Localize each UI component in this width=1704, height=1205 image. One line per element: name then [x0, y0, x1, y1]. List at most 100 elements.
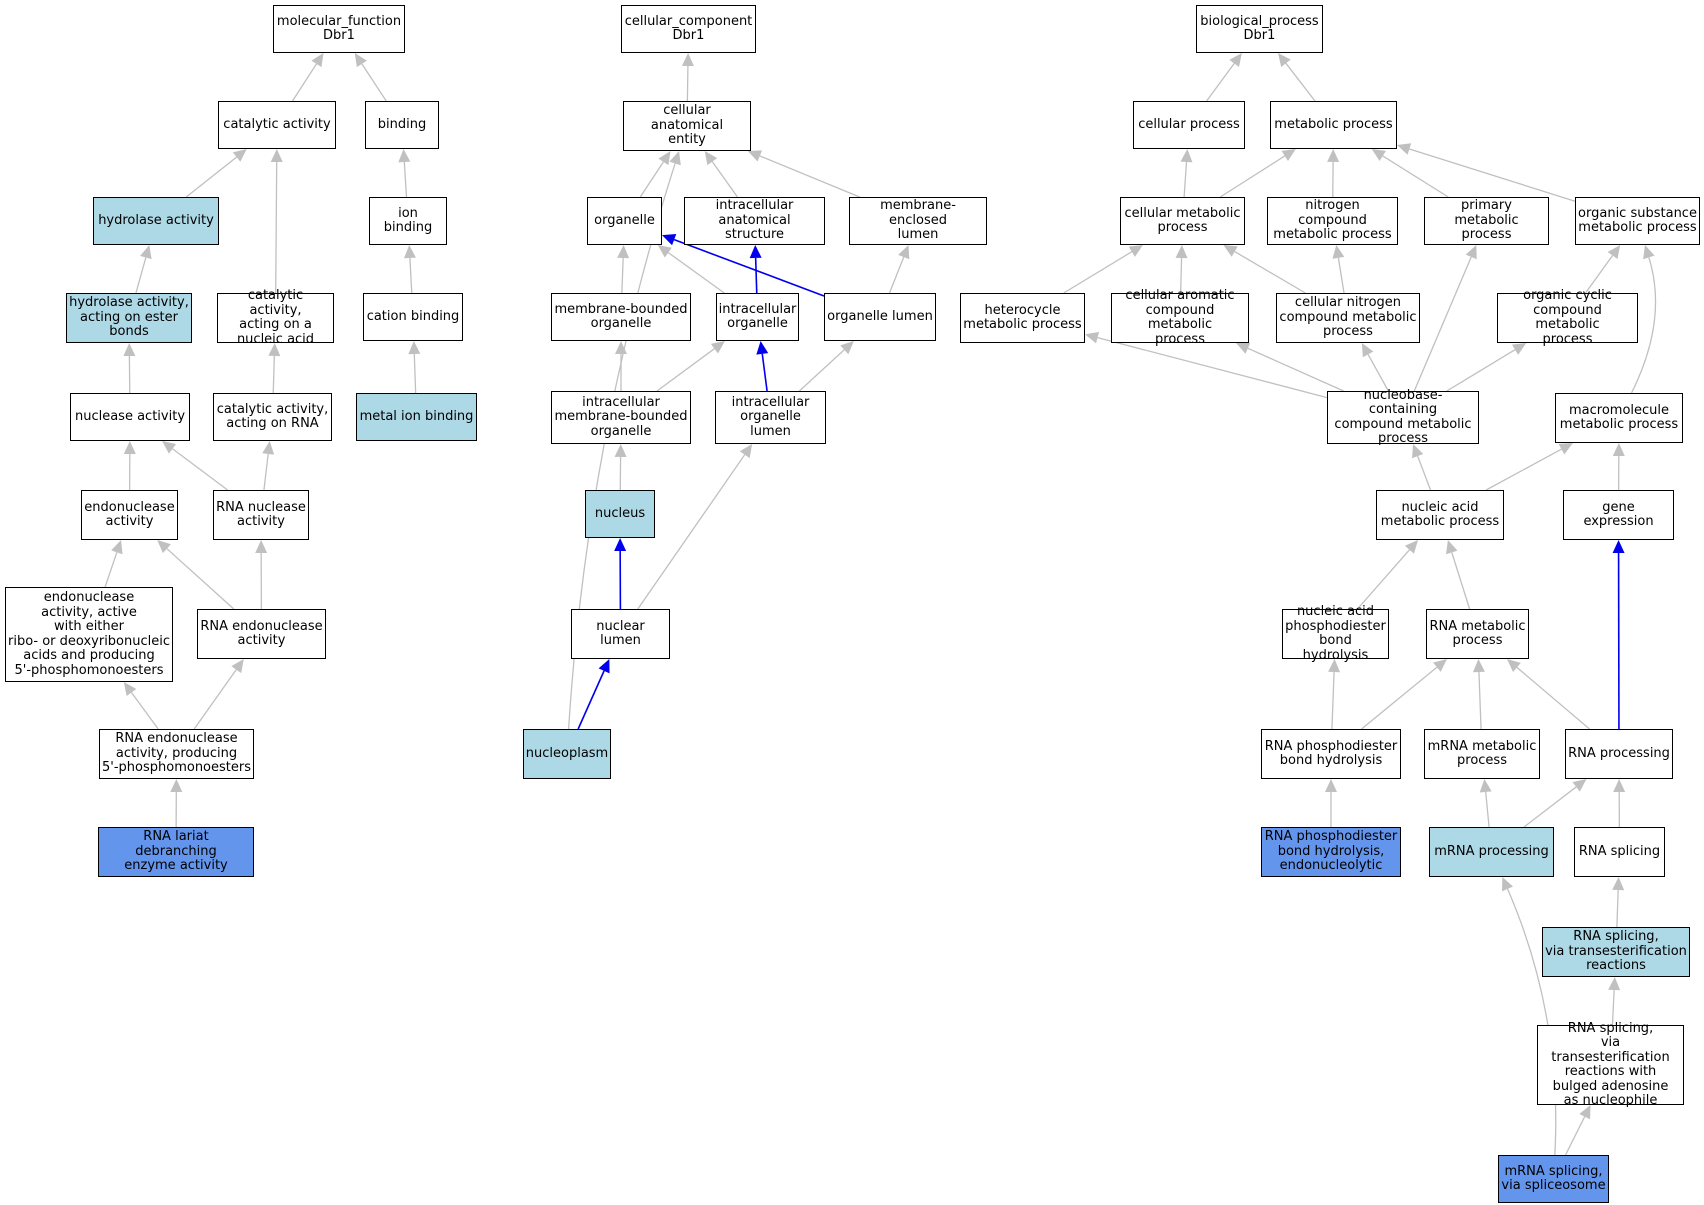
node-namp[interactable]: nucleic acid metabolic process: [1376, 490, 1504, 540]
node-napbh[interactable]: nucleic acid phosphodiester bond hydroly…: [1282, 604, 1389, 662]
arrowhead-ol-to-mel: [898, 245, 910, 260]
node-mrmp[interactable]: mRNA metabolic process: [1424, 729, 1540, 779]
node-cation-binding[interactable]: cation binding: [363, 293, 463, 341]
arrowhead-mrmp-to-rmp: [1472, 659, 1485, 673]
node-rpbh-endo[interactable]: RNA phosphodiester bond hydrolysis, endo…: [1261, 827, 1401, 877]
node-mel[interactable]: membrane-enclosed lumen: [849, 197, 987, 245]
arrowhead-iol-to-ol: [840, 341, 854, 355]
node-ol[interactable]: organelle lumen: [824, 293, 936, 341]
edge-napbh-to-namp: [1356, 549, 1410, 610]
node-lariat[interactable]: RNA lariat debranching enzyme activity: [98, 827, 254, 877]
edge-hmp-to-cmp: [1063, 251, 1133, 294]
edge-rpbh-to-napbh: [1331, 671, 1335, 730]
arrowhead-mel-to-cae: [747, 150, 763, 162]
node-cae[interactable]: cellular anatomical entity: [623, 101, 751, 151]
node-rpbh[interactable]: RNA phosphodiester bond hydrolysis: [1261, 729, 1401, 779]
node-mrna-proc[interactable]: mRNA processing: [1429, 827, 1554, 877]
node-cncmp[interactable]: cellular nitrogen compound metabolic pro…: [1276, 293, 1420, 343]
node-rna-proc[interactable]: RNA processing: [1565, 729, 1673, 779]
node-pmp[interactable]: primary metabolic process: [1424, 197, 1549, 245]
node-met-proc[interactable]: metabolic process: [1270, 101, 1397, 149]
node-cacmp[interactable]: cellular aromatic compound metabolic pro…: [1111, 288, 1249, 346]
edge-iol-to-io: [761, 353, 768, 392]
arrowhead-endo_5p-to-endonuclease: [111, 540, 123, 555]
edge-mrmp-to-rmp: [1478, 671, 1482, 730]
node-io[interactable]: intracellular organelle: [716, 293, 799, 341]
arrowhead-ion_binding-to-binding: [398, 149, 411, 163]
node-rna-splicing[interactable]: RNA splicing: [1574, 827, 1665, 877]
node-ias[interactable]: intracellular anatomical structure: [684, 197, 825, 245]
node-nuclear-lumen[interactable]: nuclear lumen: [571, 609, 670, 659]
arrowhead-rna_proc-to-rmp: [1506, 659, 1521, 672]
node-mmp[interactable]: macromolecule metabolic process: [1555, 393, 1683, 443]
node-mf-root[interactable]: molecular_function Dbr1: [273, 5, 405, 53]
edge-rna_endo_5p-to-rna_endo: [193, 669, 237, 730]
arrowhead-rna_endo_5p-to-endo_5p: [123, 682, 137, 697]
arrowhead-rs_bulged-to-rs_trans: [1608, 977, 1621, 991]
arrowhead-iol-to-io: [756, 341, 769, 355]
node-ncmp[interactable]: nitrogen compound metabolic process: [1267, 197, 1398, 245]
edge-rna_nuclease-to-nuclease: [172, 448, 228, 491]
edge-mrna_splice-to-mrna_proc: [1506, 888, 1557, 1156]
node-nucleoplasm[interactable]: nucleoplasm: [523, 729, 611, 779]
node-rmp[interactable]: RNA metabolic process: [1426, 609, 1529, 659]
edge-io-to-ias: [754, 257, 758, 294]
node-hydrolase[interactable]: hydrolase activity: [93, 197, 219, 245]
node-cat-nucleic[interactable]: catalytic activity, acting on a nucleic …: [217, 288, 334, 346]
node-rna-nuclease[interactable]: RNA nuclease activity: [213, 490, 309, 540]
edge-io-to-organelle: [667, 252, 725, 294]
edge-cacmp-to-cmp: [1179, 257, 1183, 294]
edge-occmp-to-osmp: [1585, 255, 1614, 294]
edge-mmp-to-osmp: [1630, 257, 1657, 394]
node-cell-proc[interactable]: cellular process: [1133, 101, 1245, 149]
node-bp-root[interactable]: biological_process Dbr1: [1196, 5, 1323, 53]
edge-cmp-to-met_proc: [1219, 155, 1286, 198]
node-gene-expr[interactable]: gene expression: [1563, 490, 1674, 540]
node-cat-rna[interactable]: catalytic activity, acting on RNA: [213, 393, 332, 441]
arrowhead-mrna_proc-to-mrmp: [1479, 779, 1492, 793]
node-binding[interactable]: binding: [365, 101, 439, 149]
edge-ol-to-mel: [888, 256, 905, 294]
edge-endo_5p-to-endonuclease: [104, 552, 118, 588]
node-occmp[interactable]: organic cyclic compound metabolic proces…: [1497, 288, 1638, 346]
node-endonuclease[interactable]: endonuclease activity: [81, 490, 178, 540]
node-mrna-splice[interactable]: mRNA splicing, via spliceosome: [1498, 1155, 1609, 1203]
arrowhead-nuclear_lumen-to-iol: [739, 444, 753, 459]
node-endo-5p[interactable]: endonuclease activity, active with eithe…: [5, 587, 173, 682]
node-hydrolase-ester[interactable]: hydrolase activity, acting on ester bond…: [66, 293, 192, 343]
edge-namp-to-mmp: [1485, 448, 1562, 491]
edge-rs_bulged-to-rs_trans: [1611, 989, 1615, 1026]
arrowhead-cncmp-to-ncmp: [1332, 245, 1345, 259]
arrowhead-cae-to-cc_root: [681, 53, 694, 67]
edge-cncmp-to-ncmp: [1337, 257, 1345, 294]
arrowhead-cncmp-to-cmp: [1223, 245, 1238, 257]
node-cc-root[interactable]: cellular_component Dbr1: [621, 5, 756, 53]
arrowhead-nbcmp-to-cacmp: [1236, 342, 1251, 354]
node-nuclease[interactable]: nuclease activity: [70, 393, 190, 441]
node-rs-trans[interactable]: RNA splicing, via transesterification re…: [1542, 927, 1690, 977]
node-mbo[interactable]: membrane-bounded organelle: [551, 293, 691, 341]
arrowhead-pmp-to-met_proc: [1371, 149, 1386, 161]
node-organelle[interactable]: organelle: [587, 197, 662, 245]
node-rna-endo[interactable]: RNA endonuclease activity: [197, 609, 326, 659]
node-nbcmp[interactable]: nucleobase-containing compound metabolic…: [1327, 388, 1479, 446]
arrowhead-hydrolase_ester-to-hydrolase: [140, 245, 152, 260]
arrowhead-io-to-ias: [749, 245, 762, 259]
node-ion-binding[interactable]: ion binding: [369, 197, 447, 245]
node-rna-endo-5p[interactable]: RNA endonuclease activity, producing 5'-…: [99, 729, 254, 779]
node-hmp[interactable]: heterocycle metabolic process: [960, 293, 1085, 343]
edge-met_proc-to-bp_root: [1285, 62, 1316, 102]
node-catalytic[interactable]: catalytic activity: [218, 101, 336, 149]
arrowhead-binding-to-mf_root: [354, 53, 367, 68]
node-rs-bulged[interactable]: RNA splicing, via transesterification re…: [1537, 1021, 1684, 1108]
edge-rs_trans-to-rna_splicing: [1616, 889, 1619, 928]
node-metal-ion[interactable]: metal ion binding: [356, 393, 477, 441]
node-osmp[interactable]: organic substance metabolic process: [1575, 197, 1700, 245]
node-cmp[interactable]: cellular metabolic process: [1120, 197, 1245, 245]
arrowhead-mmp-to-osmp: [1643, 245, 1655, 260]
node-nucleus[interactable]: nucleus: [585, 490, 655, 538]
arrowhead-cacmp-to-cmp: [1175, 245, 1188, 259]
node-imbo[interactable]: intracellular membrane-bounded organelle: [551, 391, 691, 444]
node-iol[interactable]: intracellular organelle lumen: [715, 391, 826, 444]
